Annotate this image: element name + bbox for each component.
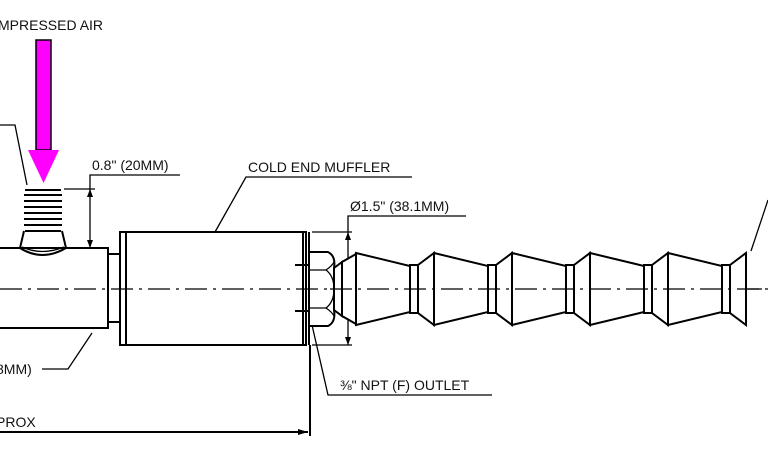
inlet-height-label: 0.8" (20MM)	[92, 157, 169, 173]
loc-line-hose	[330, 251, 768, 327]
body-step-top	[108, 232, 121, 255]
compressed-air-label: MPRESSED AIR	[0, 17, 103, 33]
body-diameter-label: 8MM)	[0, 361, 32, 377]
threaded-inlet	[18, 188, 68, 256]
inlet-leader	[0, 124, 28, 186]
outlet-label: ⅜" NPT (F) OUTLET	[340, 377, 470, 393]
vortex-tube-body	[0, 247, 109, 329]
muffler-leader	[214, 176, 412, 233]
approx-arrow-icon	[298, 429, 308, 435]
muffler-diameter-dimension	[312, 215, 466, 346]
body-diameter-leader	[42, 332, 93, 370]
cold-end-muffler	[119, 231, 310, 346]
muffler-diameter-label: Ø1.5" (38.1MM)	[350, 198, 449, 214]
outlet-leader	[311, 324, 492, 396]
inlet-height-dimension	[64, 174, 180, 248]
hose-leader	[750, 199, 768, 252]
muffler-label: COLD END MUFFLER	[248, 159, 390, 175]
approx-label: PROX	[0, 414, 36, 430]
body-step-bottom	[108, 321, 121, 346]
compressed-air-arrow-icon	[28, 39, 59, 183]
